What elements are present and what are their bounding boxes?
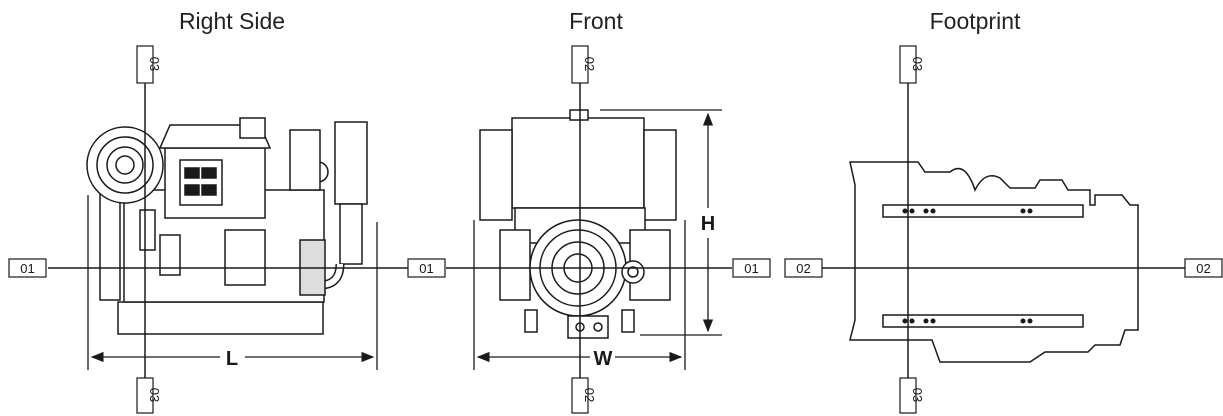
front-title: Front <box>569 8 623 34</box>
footprint-body <box>849 161 1139 363</box>
svg-text:02: 02 <box>582 388 597 402</box>
oil-pan <box>117 301 324 335</box>
svg-text:03: 03 <box>147 388 162 402</box>
front-top-housing <box>511 117 645 209</box>
svg-text:03: 03 <box>147 57 162 71</box>
mount-rail-top <box>882 204 1084 218</box>
svg-text:02: 02 <box>582 57 597 71</box>
datum-tag-02-top-front: 02 <box>571 45 597 84</box>
svg-text:02: 02 <box>796 261 810 276</box>
svg-text:01: 01 <box>20 261 34 276</box>
mount-rail-bottom <box>882 314 1084 328</box>
datum-tag-01-left-right-side: 01 <box>8 258 47 278</box>
datum-tag-02-right-footprint: 02 <box>1184 258 1223 278</box>
right-side-title: Right Side <box>178 8 286 34</box>
footprint-outline <box>849 161 1139 363</box>
svg-text:03: 03 <box>910 388 925 402</box>
front-engine <box>479 109 677 339</box>
length-dimension <box>87 195 378 370</box>
datum-tag-03-top-footprint: 03 <box>899 45 925 84</box>
datum-tag-03-bottom-footprint: 03 <box>899 377 925 414</box>
front-mount <box>567 315 609 339</box>
height-label: H <box>701 213 715 235</box>
datum-tag-03-top-right-side: 03 <box>136 45 162 84</box>
right-side-engine <box>86 117 368 335</box>
width-label: W <box>594 348 613 370</box>
datum-tag-03-bottom-right-side: 03 <box>136 377 162 414</box>
svg-text:01: 01 <box>419 261 433 276</box>
height-dimension <box>600 109 722 336</box>
datum-tag-02-left-footprint: 02 <box>784 258 823 278</box>
footprint-title: Footprint <box>929 8 1021 34</box>
length-label: L <box>226 348 238 370</box>
datum-tag-01-center-left: 01 <box>407 258 446 278</box>
svg-text:02: 02 <box>1196 261 1210 276</box>
svg-text:03: 03 <box>910 57 925 71</box>
datum-tag-01-right-front: 01 <box>732 258 771 278</box>
datum-tag-02-bottom-front: 02 <box>571 377 597 414</box>
svg-text:01: 01 <box>744 261 758 276</box>
air-filter <box>334 121 368 205</box>
width-dimension <box>473 220 686 370</box>
